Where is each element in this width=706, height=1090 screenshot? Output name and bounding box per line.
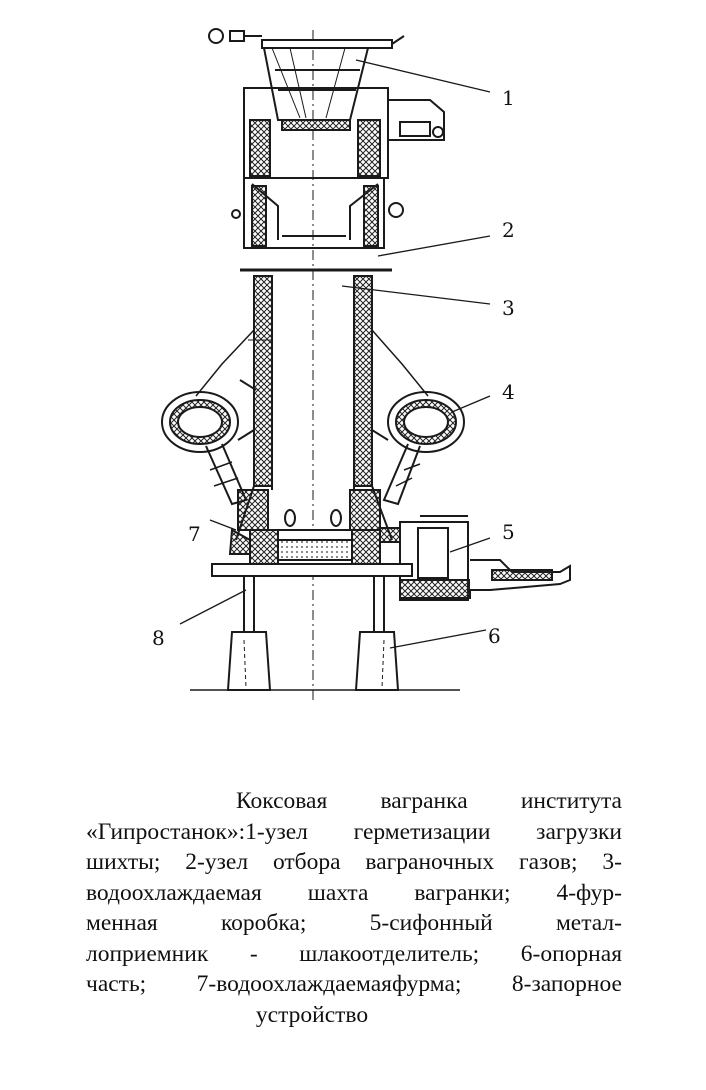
caption-word: часть; [86, 971, 147, 997]
caption-line: Коксовая вагранка института [86, 786, 622, 817]
caption-word: - [249, 940, 258, 967]
caption-word: загрузки [536, 818, 622, 845]
caption-line: водоохлаждаемая шахта вагранки; 4-фур- [86, 878, 622, 909]
caption-line: лоприемник - шлакоотделитель; 6-опорная [86, 939, 622, 970]
caption-word: шихты; [86, 849, 161, 875]
caption-word: коробка; [220, 910, 307, 936]
figure-caption: Коксовая вагранка института «Гипростанок»:1… [86, 786, 622, 1030]
cupola-shaft [195, 275, 429, 541]
leader-lines [179, 59, 491, 649]
caption-word: «Гипростанок»:1-узел [86, 818, 308, 845]
caption-line: шихты; 2-узел отбора ваграночных газов; 3- [86, 847, 622, 878]
caption-word: герметизации [353, 818, 491, 845]
caption-word: вагранка [380, 788, 468, 814]
callout-7: 7 [188, 522, 201, 546]
cupola-furnace-diagram [161, 28, 571, 700]
caption-word: института [520, 788, 622, 814]
caption-word: отбора [272, 849, 341, 875]
caption-word: водоохлаждаемая [86, 879, 262, 906]
caption-word: газов; [518, 849, 578, 875]
caption-word: менная [86, 910, 158, 936]
caption-line: часть; 7-водоохлаждаемаяфурма; 8-запорное [86, 969, 622, 1000]
caption-word: 3- [602, 849, 622, 875]
callout-6: 6 [488, 624, 501, 648]
tuyere-box [161, 391, 465, 506]
support-legs [190, 575, 460, 691]
siphon-receiver [379, 515, 571, 601]
caption-line: устройство [86, 1000, 622, 1031]
caption-word: метал- [555, 910, 622, 936]
caption-line: менная коробка; 5-сифонный метал- [86, 908, 622, 939]
caption-word: 7-водоохлаждаемаяфурма; [196, 971, 462, 997]
caption-word: лоприемник [86, 940, 209, 967]
charging-unit [208, 28, 405, 131]
caption-line: «Гипростанок»:1-узел герметизации загрузки [86, 817, 622, 848]
caption-word: 8-запорное [511, 971, 622, 997]
caption-word: 6-опорная [520, 940, 622, 967]
caption-word: шлакоотделитель; [299, 940, 480, 967]
caption-word: устройство [255, 1001, 369, 1028]
gas-takeoff-unit [231, 177, 404, 272]
callout-5: 5 [502, 520, 515, 544]
caption-word: шахта [307, 879, 369, 906]
callout-8: 8 [152, 626, 165, 650]
caption-word: Коксовая [236, 788, 328, 814]
furnace-drawing [161, 28, 571, 700]
callout-4: 4 [502, 380, 515, 404]
caption-word: вагранки; [414, 879, 511, 906]
caption-word: 5-сифонный [369, 910, 493, 936]
callout-2: 2 [502, 218, 515, 242]
caption-word: 2-узел [185, 849, 249, 875]
callout-1: 1 [502, 86, 515, 110]
caption-word: 4-фур- [556, 879, 622, 906]
caption-word: ваграночных [365, 849, 495, 875]
callout-3: 3 [502, 296, 515, 320]
